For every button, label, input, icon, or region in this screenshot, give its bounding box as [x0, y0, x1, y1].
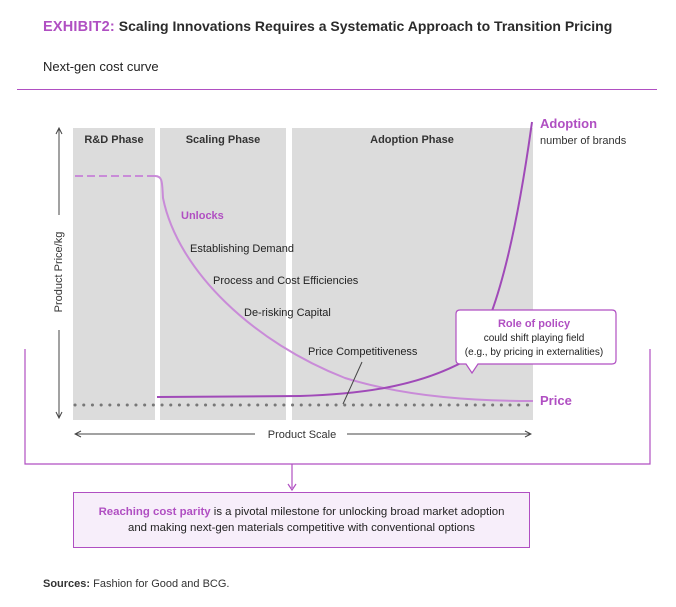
title-text: Scaling Innovations Requires a Systemati… — [118, 18, 613, 34]
series-label-price: Price — [540, 393, 572, 408]
bracket-arrow-icon — [287, 483, 297, 492]
series-label-adoption: Adoption — [540, 116, 597, 131]
unlock-item-efficiencies: Process and Cost Efficiencies — [213, 275, 359, 287]
unlock-item-price-competitiveness: Price Competitiveness — [308, 346, 418, 358]
callout-highlight: Reaching cost parity — [98, 506, 211, 518]
callout-text-line2: and making next-gen materials competitiv… — [128, 522, 475, 534]
sources-note: Sources: Fashion for Good and BCG. — [43, 578, 230, 590]
policy-line-1: could shift playing field — [484, 333, 585, 344]
policy-title: Role of policy — [498, 318, 571, 330]
phase-bg-adoption — [292, 128, 533, 420]
series-sublabel-adoption: number of brands — [540, 135, 627, 147]
phase-label-rd: R&D Phase — [84, 134, 143, 146]
y-axis-label: Product Price/kg — [53, 232, 65, 313]
chart-subtitle: Next-gen cost curve — [43, 59, 159, 74]
phase-label-scaling: Scaling Phase — [186, 134, 261, 146]
sources-text: Fashion for Good and BCG. — [90, 578, 230, 590]
policy-callout-box — [455, 309, 617, 375]
sources-label: Sources: — [43, 578, 91, 590]
phase-label-adoption: Adoption Phase — [370, 134, 454, 146]
callout-text-line1: is a pivotal milestone for unlocking bro… — [210, 506, 505, 518]
phase-bg-rd — [73, 128, 155, 420]
unlocks-title: Unlocks — [181, 210, 224, 222]
unlock-item-capital: De-risking Capital — [244, 307, 331, 319]
x-axis-label: Product Scale — [268, 429, 336, 441]
cost-parity-callout: Reaching cost parity is a pivotal milest… — [73, 492, 530, 548]
phase-bg-scaling — [160, 128, 286, 420]
exhibit-label: EXHIBIT2: — [43, 19, 115, 35]
policy-line-2: (e.g., by pricing in externalities) — [465, 347, 603, 358]
bracket-frame — [24, 349, 651, 465]
price-curve — [154, 175, 534, 402]
exhibit-title: EXHIBIT2: Scaling Innovations Requires a… — [43, 18, 612, 35]
competitiveness-pointer — [342, 361, 363, 405]
unlock-item-demand: Establishing Demand — [190, 243, 294, 255]
top-divider — [17, 89, 657, 90]
